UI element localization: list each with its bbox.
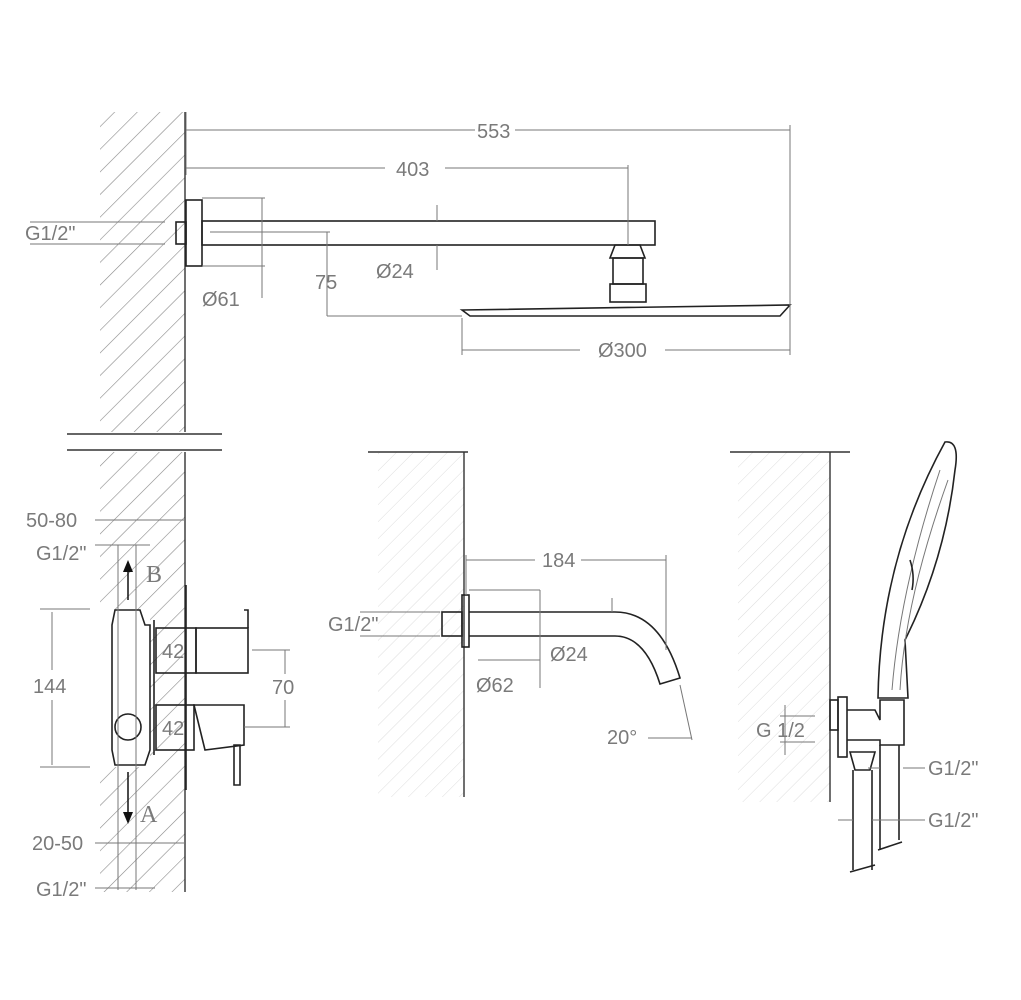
dim-upper-cartridge: 42: [162, 641, 184, 663]
dim-arm-diameter: Ø24: [376, 261, 414, 283]
dim-hose-thread-lower: G1/2": [928, 810, 978, 832]
dim-spout-angle: 20°: [607, 727, 637, 749]
dim-thread-top: G1/2": [36, 543, 86, 565]
dim-thread-bottom: G1/2": [36, 879, 86, 901]
dim-spout-diameter: Ø24: [550, 644, 588, 666]
dim-spout-thread: G1/2": [328, 614, 378, 636]
dim-depth-range-bottom: 20-50: [32, 833, 83, 855]
dim-hose-thread-upper: G1/2": [928, 758, 978, 780]
dim-drop-height: 75: [315, 272, 337, 294]
dim-handle-spacing: 70: [272, 677, 294, 699]
top-dimensions: 553 403 G1/2" Ø24 75 Ø61 Ø300: [25, 112, 791, 362]
inlet-label-a: A: [140, 802, 158, 828]
shower-arm-assembly: [175, 199, 792, 317]
dim-head-diameter: Ø300: [598, 340, 647, 362]
rain-shower-head: [459, 304, 792, 317]
dim-body-height: 144: [33, 676, 66, 698]
dim-overall-length: 553: [477, 121, 510, 143]
valve-dimensions: 50-80 G1/2" B 144 42 42 70 A 20-50 G1/2": [26, 510, 302, 901]
dim-lower-cartridge: 42: [162, 718, 184, 740]
dim-flange-diameter: Ø61: [202, 289, 240, 311]
dim-arm-length: 403: [396, 159, 429, 181]
dim-depth-range-top: 50-80: [26, 510, 77, 532]
spout-dimensions: 184 G1/2" Ø24 Ø62 20°: [328, 548, 693, 749]
outlet-label-b: B: [146, 562, 162, 588]
concealed-valve: [100, 585, 249, 790]
wall-section-upper: [67, 112, 222, 451]
dim-spout-flange-diameter: Ø62: [476, 675, 514, 697]
dim-inlet-thread: G1/2": [25, 223, 75, 245]
bath-spout: [441, 594, 681, 685]
spout-wall: [368, 451, 468, 797]
hand-shower: [829, 441, 958, 873]
hand-shower-dimensions: G 1/2 G1/2" G1/2": [756, 705, 978, 832]
dim-spout-length: 184: [542, 550, 575, 572]
dim-wall-outlet-thread: G 1/2: [756, 720, 805, 742]
hand-shower-wall: [730, 451, 850, 802]
